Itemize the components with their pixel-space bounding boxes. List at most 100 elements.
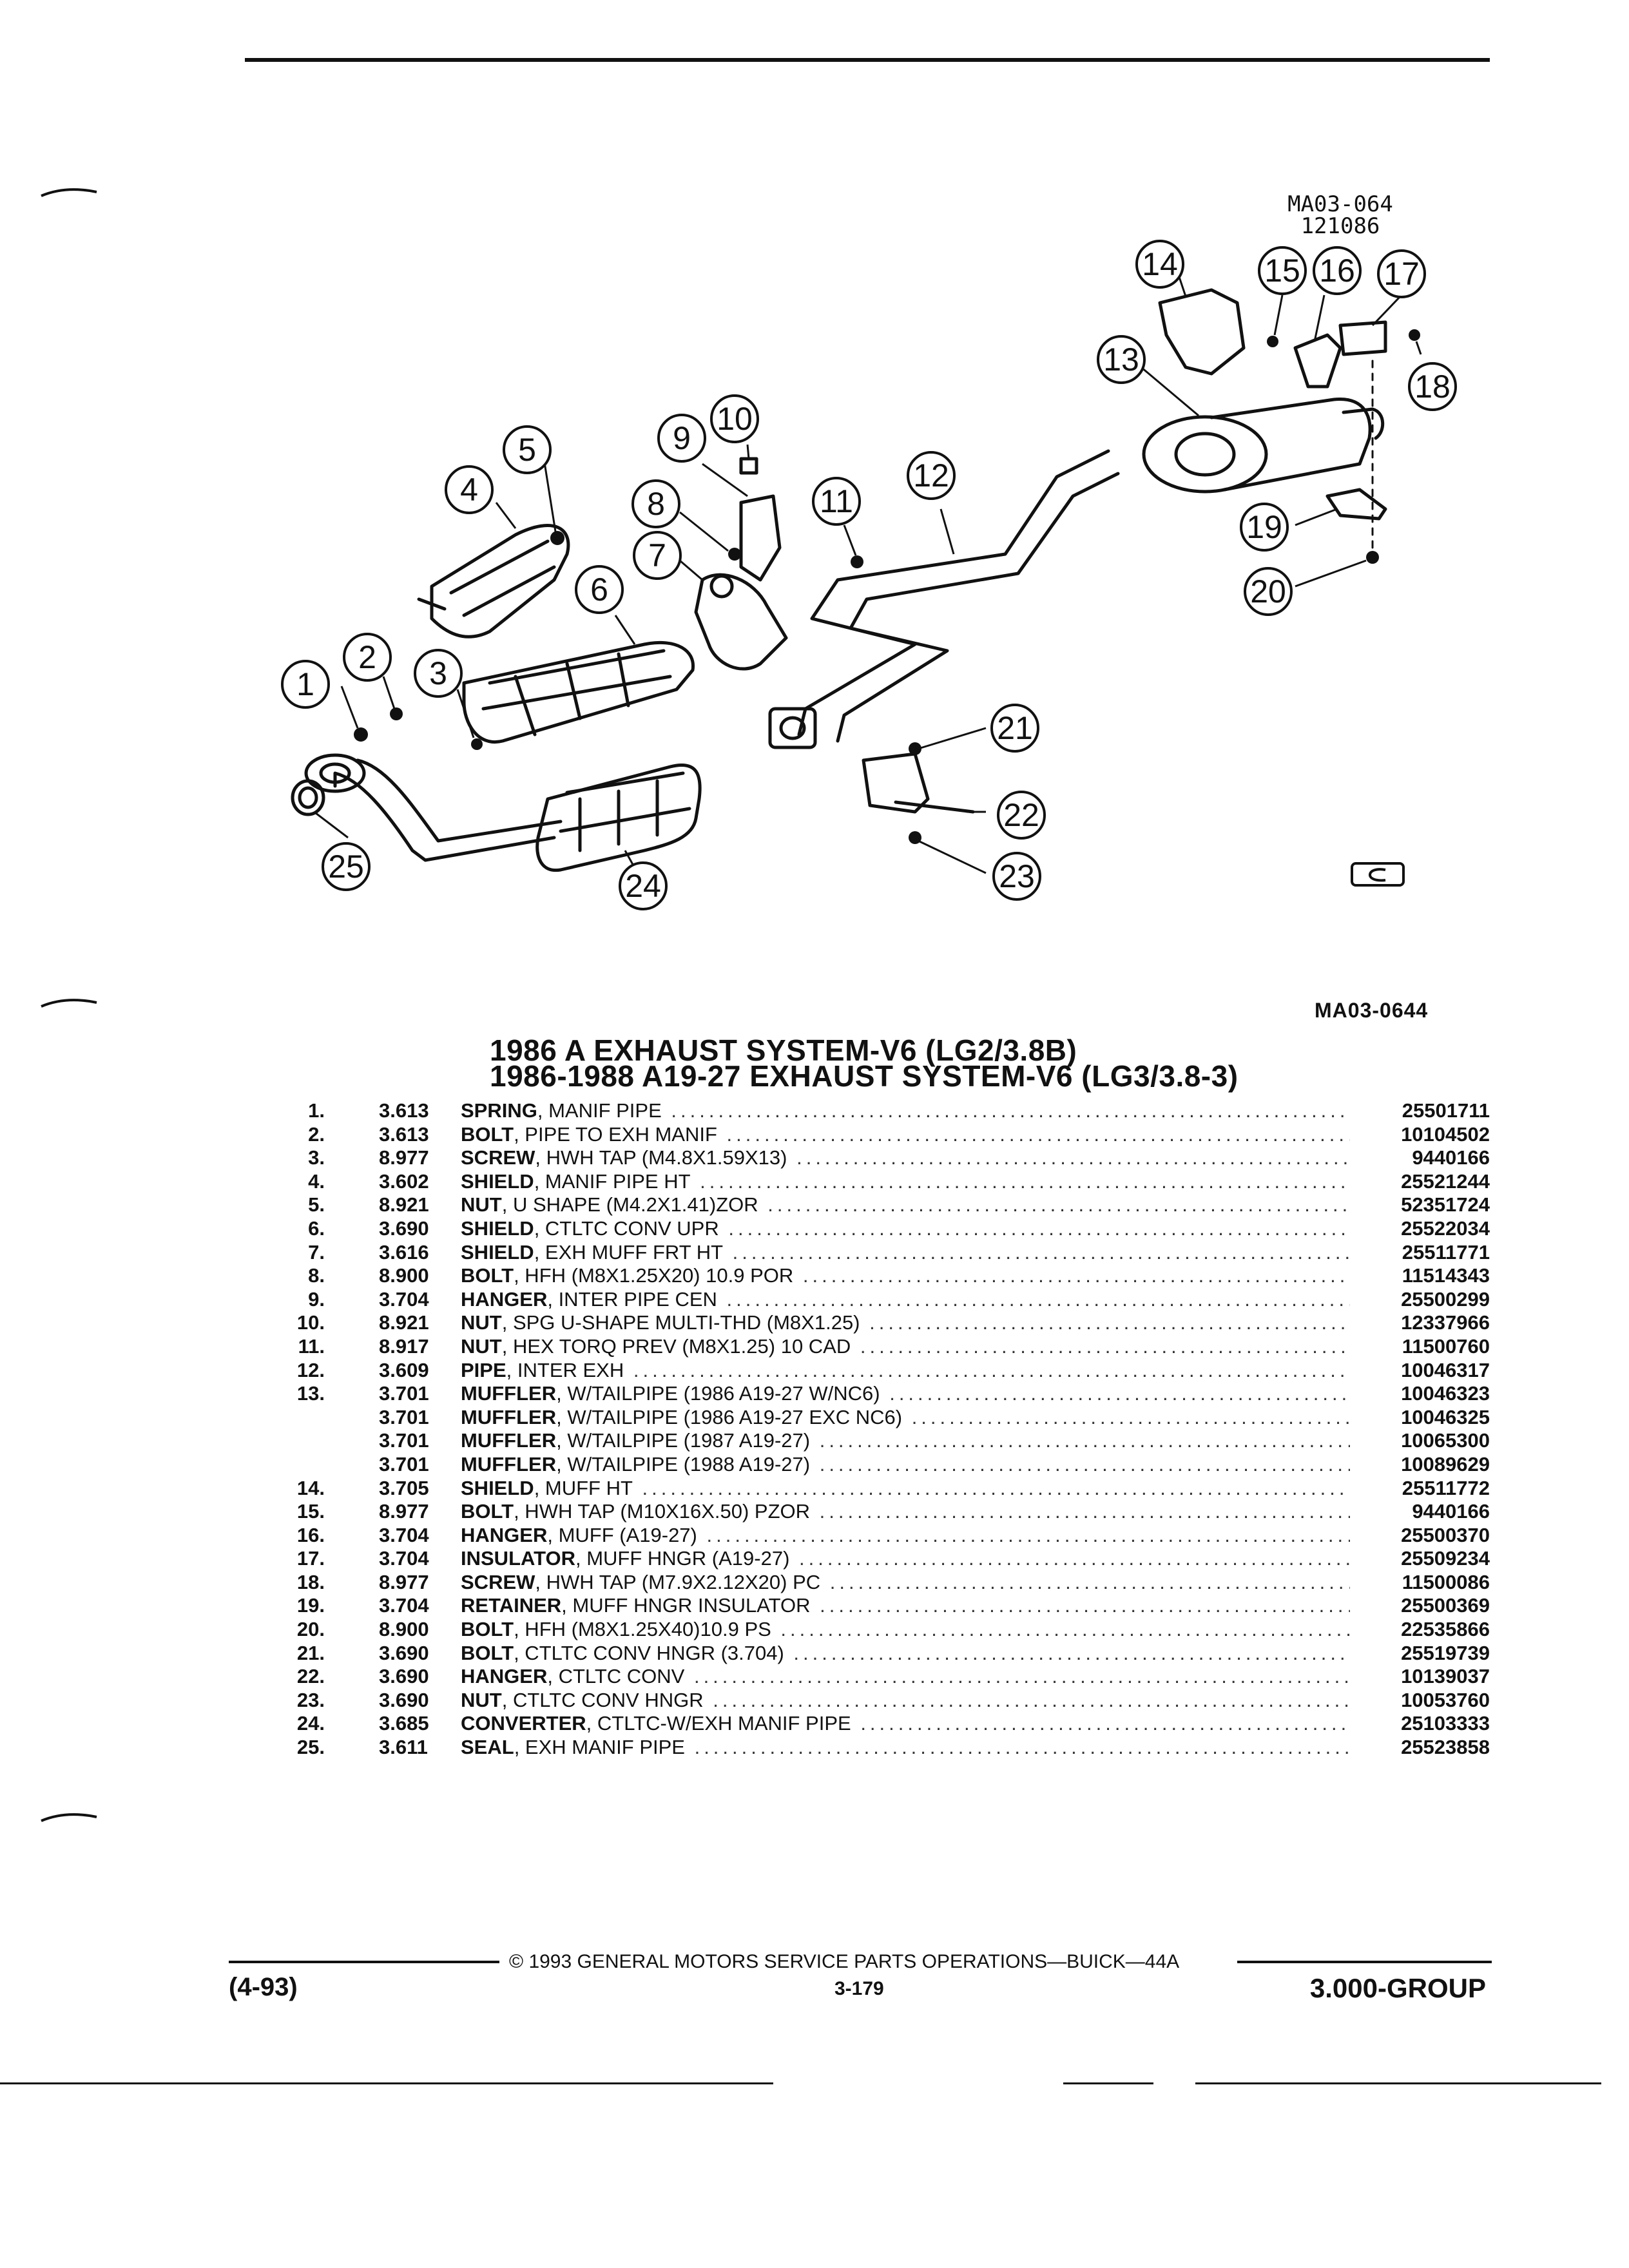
group-number: 3.705 xyxy=(379,1476,429,1499)
item-number: 22. xyxy=(296,1665,325,1688)
part-number: 22535866 xyxy=(1401,1618,1490,1641)
part-number: 25500369 xyxy=(1401,1594,1490,1617)
callout-label: 12 xyxy=(913,457,949,494)
footer-rule-left xyxy=(229,1961,499,1963)
part-number: 12337966 xyxy=(1401,1311,1490,1334)
item-number: 3. xyxy=(308,1146,325,1169)
callout-label: 6 xyxy=(590,572,608,608)
item-number: 2. xyxy=(308,1122,325,1146)
part-description: SPRING, MANIF PIPE .....................… xyxy=(461,1099,1350,1122)
callout-label: 22 xyxy=(1003,797,1039,833)
dot-leader: ........................................… xyxy=(767,1193,1350,1216)
part-name: SHIELD xyxy=(461,1216,534,1240)
part-number: 25521244 xyxy=(1401,1169,1490,1193)
diagram-code: MA03-0644 xyxy=(1315,999,1429,1022)
pipe-flange-part xyxy=(768,707,817,749)
part-number: 25500370 xyxy=(1401,1523,1490,1546)
bolt-part xyxy=(728,548,741,561)
item-number: 8. xyxy=(308,1264,325,1287)
group-number: 3.704 xyxy=(379,1523,429,1546)
part-name: MUFFLER xyxy=(461,1405,557,1428)
part-detail: , HEX TORQ PREV (M8X1.25) 10 CAD xyxy=(501,1334,851,1358)
group-number: 3.701 xyxy=(379,1452,429,1475)
group-number: 3.611 xyxy=(379,1736,428,1759)
part-detail: , MUFF HNGR (A19-27) xyxy=(575,1547,790,1570)
bolt-part xyxy=(1366,551,1379,564)
part-description: BOLT, HFH (M8X1.25X40)10.9 PS ..........… xyxy=(461,1618,1350,1641)
dot-leader: ........................................… xyxy=(671,1099,1350,1122)
top-rule xyxy=(245,58,1490,62)
item-number: 16. xyxy=(296,1523,325,1546)
section-titles: 1986 A EXHAUST SYSTEM-V6 (LG2/3.8B) 1986… xyxy=(490,1035,1239,1091)
footer-rule-right xyxy=(1237,1961,1492,1963)
group-number: 3.690 xyxy=(379,1216,429,1240)
callout-label: 16 xyxy=(1319,253,1355,289)
part-name: BOLT xyxy=(461,1618,514,1641)
pipe-hanger-part xyxy=(739,494,782,582)
part-name: SEAL xyxy=(461,1736,514,1759)
part-detail: , HFH (M8X1.25X20) 10.9 POR xyxy=(514,1264,794,1287)
group-number: 8.977 xyxy=(379,1146,429,1169)
part-detail: , MUFF (A19-27) xyxy=(547,1523,697,1546)
part-description: BOLT, HFH (M8X1.25X20) 10.9 POR ........… xyxy=(461,1264,1350,1287)
part-detail: , HWH TAP (M7.9X2.12X20) PC xyxy=(535,1570,821,1593)
callout-label: 15 xyxy=(1264,253,1300,289)
part-number: 25511771 xyxy=(1402,1240,1490,1264)
item-number: 6. xyxy=(308,1216,325,1240)
part-name: RETAINER xyxy=(461,1594,562,1617)
part-description: NUT, CTLTC CONV HNGR ...................… xyxy=(461,1689,1350,1712)
part-description: HANGER, INTER PIPE CEN .................… xyxy=(461,1288,1350,1311)
part-number: 52351724 xyxy=(1401,1193,1490,1216)
part-detail: , HFH (M8X1.25X40)10.9 PS xyxy=(514,1618,771,1641)
part-detail: , MUFF HT xyxy=(534,1476,633,1499)
part-number: 11514343 xyxy=(1402,1264,1490,1287)
part-name: NUT xyxy=(461,1193,502,1216)
group-number: 8.977 xyxy=(379,1570,429,1593)
group-number: 3.704 xyxy=(379,1594,429,1617)
group-number: 8.917 xyxy=(379,1334,429,1358)
group-number: 8.977 xyxy=(379,1500,429,1523)
dot-leader: ........................................… xyxy=(732,1240,1350,1264)
part-detail: , INTER PIPE CEN xyxy=(547,1287,717,1311)
item-number: 17. xyxy=(296,1547,325,1570)
part-detail: , W/TAILPIPE (1986 A19-27 EXC NC6) xyxy=(556,1405,903,1428)
callout-label: 4 xyxy=(460,472,478,508)
part-name: SCREW xyxy=(461,1570,535,1593)
manifold-flange-part xyxy=(304,753,366,793)
group-number: 3.704 xyxy=(379,1287,429,1311)
group-number: 8.900 xyxy=(379,1618,429,1641)
dot-leader: ........................................… xyxy=(728,1216,1350,1240)
part-description: SCREW, HWH TAP (M7.9X2.12X20) PC .......… xyxy=(461,1571,1350,1594)
item-number: 14. xyxy=(296,1476,325,1499)
item-number: 24. xyxy=(296,1712,325,1735)
manifold-bolt-part xyxy=(390,707,403,720)
callout-label: 11 xyxy=(820,483,853,519)
bottom-rule xyxy=(1063,2082,1153,2084)
part-name: NUT xyxy=(461,1688,502,1711)
callout-label: 9 xyxy=(673,420,691,456)
part-name: NUT xyxy=(461,1311,502,1334)
item-number: 12. xyxy=(296,1358,325,1381)
part-detail: , EXH MUFF FRT HT xyxy=(534,1240,724,1264)
part-description: NUT, U SHAPE (M4.2X1.41)ZOR ............… xyxy=(461,1193,1350,1216)
margin-mark xyxy=(40,187,98,198)
hanger-insulator-part xyxy=(1338,320,1387,356)
item-number: 21. xyxy=(296,1641,325,1664)
part-number: 11500760 xyxy=(1402,1334,1490,1358)
screw-part xyxy=(1409,329,1420,341)
group-number: 3.685 xyxy=(379,1712,429,1735)
part-number: 11500086 xyxy=(1402,1570,1490,1593)
callout-label: 13 xyxy=(1103,341,1139,378)
dot-leader: ........................................… xyxy=(793,1641,1350,1664)
